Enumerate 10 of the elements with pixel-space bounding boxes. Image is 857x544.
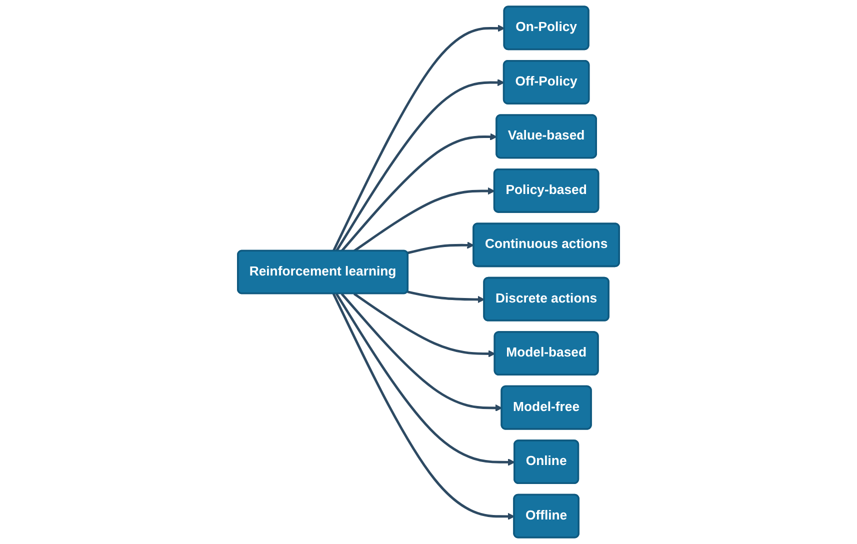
arrow <box>340 133 498 252</box>
arrow <box>407 242 474 254</box>
arrow <box>335 78 504 252</box>
arrow <box>407 290 485 304</box>
arrow <box>353 187 495 252</box>
arrow <box>332 293 515 520</box>
arrow <box>335 293 516 466</box>
arrow <box>353 292 496 358</box>
arrow <box>340 292 502 412</box>
arrow <box>332 24 505 252</box>
